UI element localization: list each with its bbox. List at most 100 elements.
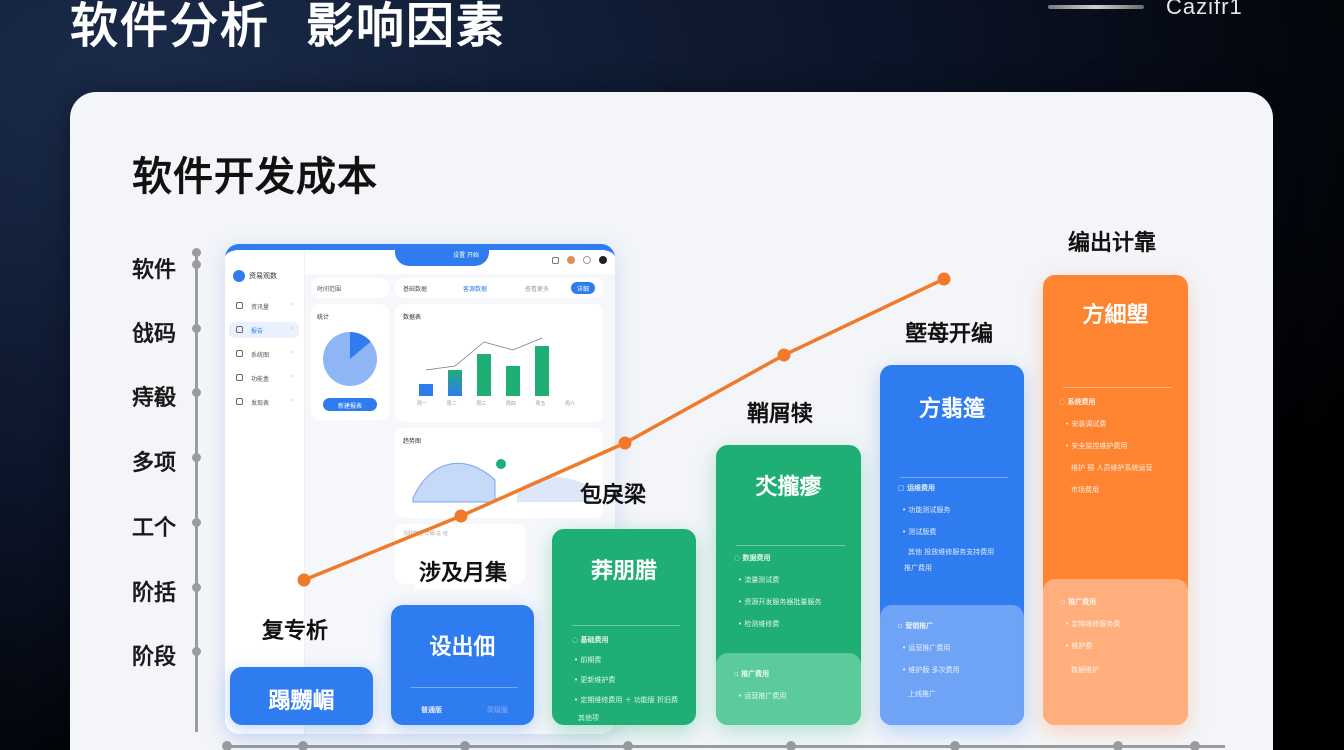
- sidebar-item[interactable]: 发现表›: [229, 394, 299, 410]
- list-item: 上线推广: [908, 690, 936, 698]
- list-item: ▫ 推广费用: [1061, 598, 1097, 606]
- list-item: ▫ 营销推广: [898, 622, 934, 630]
- sidebar-item[interactable]: 系统图›: [229, 346, 299, 362]
- stage-box-6[interactable]: 方細塱 ◌ 系统费用 • 安装调试费 • 安全监控维护费用 维护 预 人员维护系…: [1043, 275, 1188, 725]
- stage-box-5[interactable]: 方翡簉 ▢ 运维费用 • 功能测试服务 • 测试版费 其他 投放维修服务支持费用…: [880, 365, 1024, 725]
- tab-active[interactable]: 客源数据: [463, 286, 488, 293]
- top-tab[interactable]: 设置 开始: [395, 250, 489, 266]
- list-item: • 运营推广费用: [902, 644, 951, 652]
- list-item: ▢ 运维费用: [898, 484, 936, 492]
- x-tick: [460, 741, 470, 750]
- data-point: [937, 272, 951, 286]
- avatar[interactable]: [567, 256, 575, 264]
- stage-label: 墍苺开编: [905, 322, 994, 347]
- pie-chart: [323, 332, 377, 386]
- mini-bar-chart: [417, 330, 577, 396]
- y-label: 阶段: [132, 645, 177, 670]
- dashboard-sidebar: 资易观数 资讯量› 报告› 系统图› 功能盒› 发现表›: [225, 250, 305, 734]
- monitor-icon: [236, 398, 243, 405]
- tabs-panel: 基础数据 客源数据 查看更多 详细: [395, 278, 603, 298]
- y-axis: [195, 252, 198, 732]
- mail-icon[interactable]: [552, 256, 559, 264]
- y-tick: [192, 518, 201, 527]
- y-label: 多项: [132, 451, 177, 476]
- brand-logo: Cazifr1: [1166, 0, 1243, 19]
- list-item: • 运营推广费用: [738, 692, 787, 700]
- y-tick: [192, 453, 201, 462]
- bar: [448, 370, 462, 396]
- folder-icon: [236, 302, 243, 309]
- chevron-right-icon: ›: [290, 349, 293, 356]
- list-item: 维护 预 人员维护系统运营: [1071, 464, 1153, 472]
- list-item: ◌ 基础费用: [572, 636, 609, 644]
- y-label: 软件: [132, 258, 177, 283]
- bar-chart-panel: 数据表 周一 周二 周三 周四 周五 周六: [395, 304, 603, 422]
- stage-label: 包戾梁: [580, 483, 647, 508]
- y-tick: [192, 647, 201, 656]
- x-tick: [222, 741, 232, 750]
- list-item: • 安装调试费: [1065, 420, 1107, 428]
- tab[interactable]: 基础数据: [403, 286, 428, 293]
- x-tick: [1113, 741, 1123, 750]
- data-point: [618, 436, 632, 450]
- list-item: 推广费用: [904, 564, 932, 572]
- calendar-icon: [236, 350, 243, 357]
- sidebar-item[interactable]: 功能盒›: [229, 370, 299, 386]
- stage-box-3[interactable]: 莽朋腊 ◌ 基础费用 • 前期费 • 更新维护费 • 定期维修费用 ＋ 功能版 …: [552, 529, 696, 725]
- y-tick: [192, 248, 201, 257]
- stage-box-2[interactable]: 设出佃 普通版 高级版: [391, 605, 534, 725]
- list-item: • 安全监控维护费用: [1065, 442, 1128, 450]
- chevron-right-icon: ›: [290, 397, 293, 404]
- list-item: • 功能测试服务: [902, 506, 951, 514]
- stage-box-1[interactable]: 蹋嬲嵋: [230, 667, 373, 725]
- brand-divider: [1048, 5, 1144, 9]
- diagram-card: 软件开发成本 软件 戗码 痔殽 多项 工个 阶括 阶段 资易观数 资讯量› 报告…: [70, 92, 1273, 750]
- app-logo-icon: [233, 270, 245, 282]
- list-item: • 检测维修费: [738, 620, 780, 628]
- stage-label: 鞘屑犊: [747, 402, 814, 427]
- stage-box-4-subpanel: ▫ 推广费用 • 运营推广费用: [716, 653, 861, 725]
- new-report-button[interactable]: 新建报表: [323, 398, 377, 411]
- x-tick: [298, 741, 308, 750]
- stage-label: 涉及月集: [415, 553, 512, 589]
- cloud-icon: [236, 326, 243, 333]
- stage-box-6-subpanel: ▫ 推广费用 • 定期维修服务费 • 维护费 数据维护: [1043, 579, 1188, 725]
- box-icon: [236, 374, 243, 381]
- stage-label: 复专析: [262, 619, 329, 644]
- tab[interactable]: 查看更多: [525, 286, 550, 293]
- list-item: 其他 投放维修服务支持费用: [908, 548, 995, 556]
- data-point: [297, 573, 311, 587]
- bell-icon[interactable]: [583, 256, 591, 264]
- sidebar-item-active[interactable]: 报告›: [229, 322, 299, 338]
- chevron-right-icon: ›: [290, 373, 293, 380]
- user-avatar[interactable]: [599, 256, 607, 264]
- list-item: • 测试版费: [902, 528, 937, 536]
- x-tick: [950, 741, 960, 750]
- list-item: ▫ 推广费用: [734, 670, 770, 678]
- bar: [419, 384, 433, 396]
- cost-trend-line: [297, 272, 951, 587]
- list-item: 其他项: [578, 714, 599, 722]
- sidebar-item[interactable]: 资讯量›: [229, 298, 299, 314]
- y-tick: [192, 388, 201, 397]
- data-point: [777, 348, 791, 362]
- stage-label: 编出计靠: [1068, 231, 1157, 256]
- x-tick: [623, 741, 633, 750]
- stage-box-4[interactable]: 氼攏瘳 ◌ 数据费用 • 流量测试费 • 资源开发服务器批量服务 • 检测维修费…: [716, 445, 861, 725]
- y-label: 痔殽: [132, 386, 177, 411]
- y-label: 阶括: [132, 581, 177, 606]
- y-label: 戗码: [132, 322, 177, 347]
- detail-button[interactable]: 详细: [571, 282, 595, 294]
- mini-line: [425, 337, 543, 371]
- list-item: • 维护版 多次费用: [902, 666, 960, 674]
- bar: [535, 346, 549, 396]
- chevron-right-icon: ›: [290, 325, 293, 332]
- x-tick: [1190, 741, 1200, 750]
- list-item: • 前期费: [574, 656, 602, 664]
- x-tick: [786, 741, 796, 750]
- bar: [506, 366, 520, 396]
- x-axis: [225, 745, 1225, 748]
- page-title: 软件分析影响因素: [70, 0, 507, 54]
- list-item: • 流量测试费: [738, 576, 780, 584]
- y-label: 工个: [132, 516, 177, 541]
